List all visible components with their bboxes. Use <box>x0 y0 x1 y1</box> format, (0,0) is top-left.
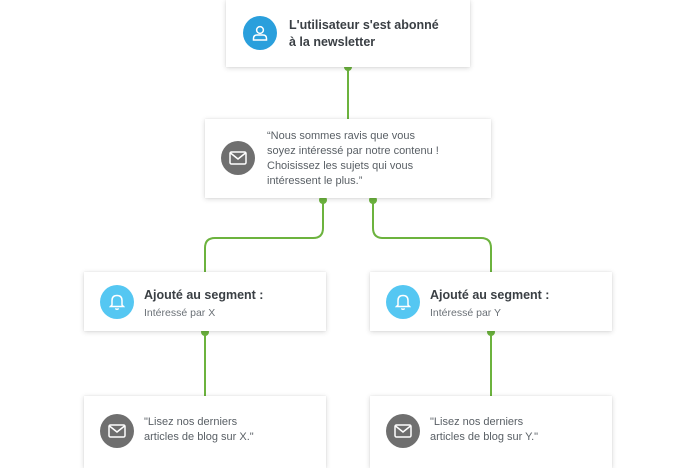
connector-dot <box>369 196 377 204</box>
segment-title: Ajouté au segment : <box>430 288 550 302</box>
segment-title: Ajouté au segment : <box>144 288 264 302</box>
segment-subtitle: Intéressé par Y <box>430 307 502 319</box>
trigger-title: L'utilisateur s'est abonné à la newslett… <box>289 18 439 49</box>
bell-icon <box>100 285 134 319</box>
message-text: "Lisez nos derniers articles de blog sur… <box>144 416 254 443</box>
welcome-message-text: “Nous sommes ravis que vous soyez intére… <box>267 130 439 187</box>
connector-message-to-branch-y <box>372 199 492 272</box>
connector-dot <box>319 196 327 204</box>
welcome-message-card[interactable]: “Nous sommes ravis que vous soyez intére… <box>205 119 491 198</box>
bell-icon <box>386 285 420 319</box>
segment-subtitle: Intéressé par X <box>144 307 216 319</box>
segment-card-x[interactable]: Ajouté au segment : Intéressé par X <box>84 272 326 331</box>
segment-card-y[interactable]: Ajouté au segment : Intéressé par Y <box>370 272 612 331</box>
user-icon <box>243 16 277 50</box>
envelope-icon <box>221 141 255 175</box>
message-card-y[interactable]: "Lisez nos derniers articles de blog sur… <box>370 396 612 468</box>
connector-message-to-branch-x <box>204 199 324 272</box>
envelope-icon <box>100 414 134 448</box>
message-text: "Lisez nos derniers articles de blog sur… <box>430 416 539 443</box>
trigger-card[interactable]: L'utilisateur s'est abonné à la newslett… <box>226 0 470 67</box>
message-card-x[interactable]: "Lisez nos derniers articles de blog sur… <box>84 396 326 468</box>
envelope-icon <box>386 414 420 448</box>
